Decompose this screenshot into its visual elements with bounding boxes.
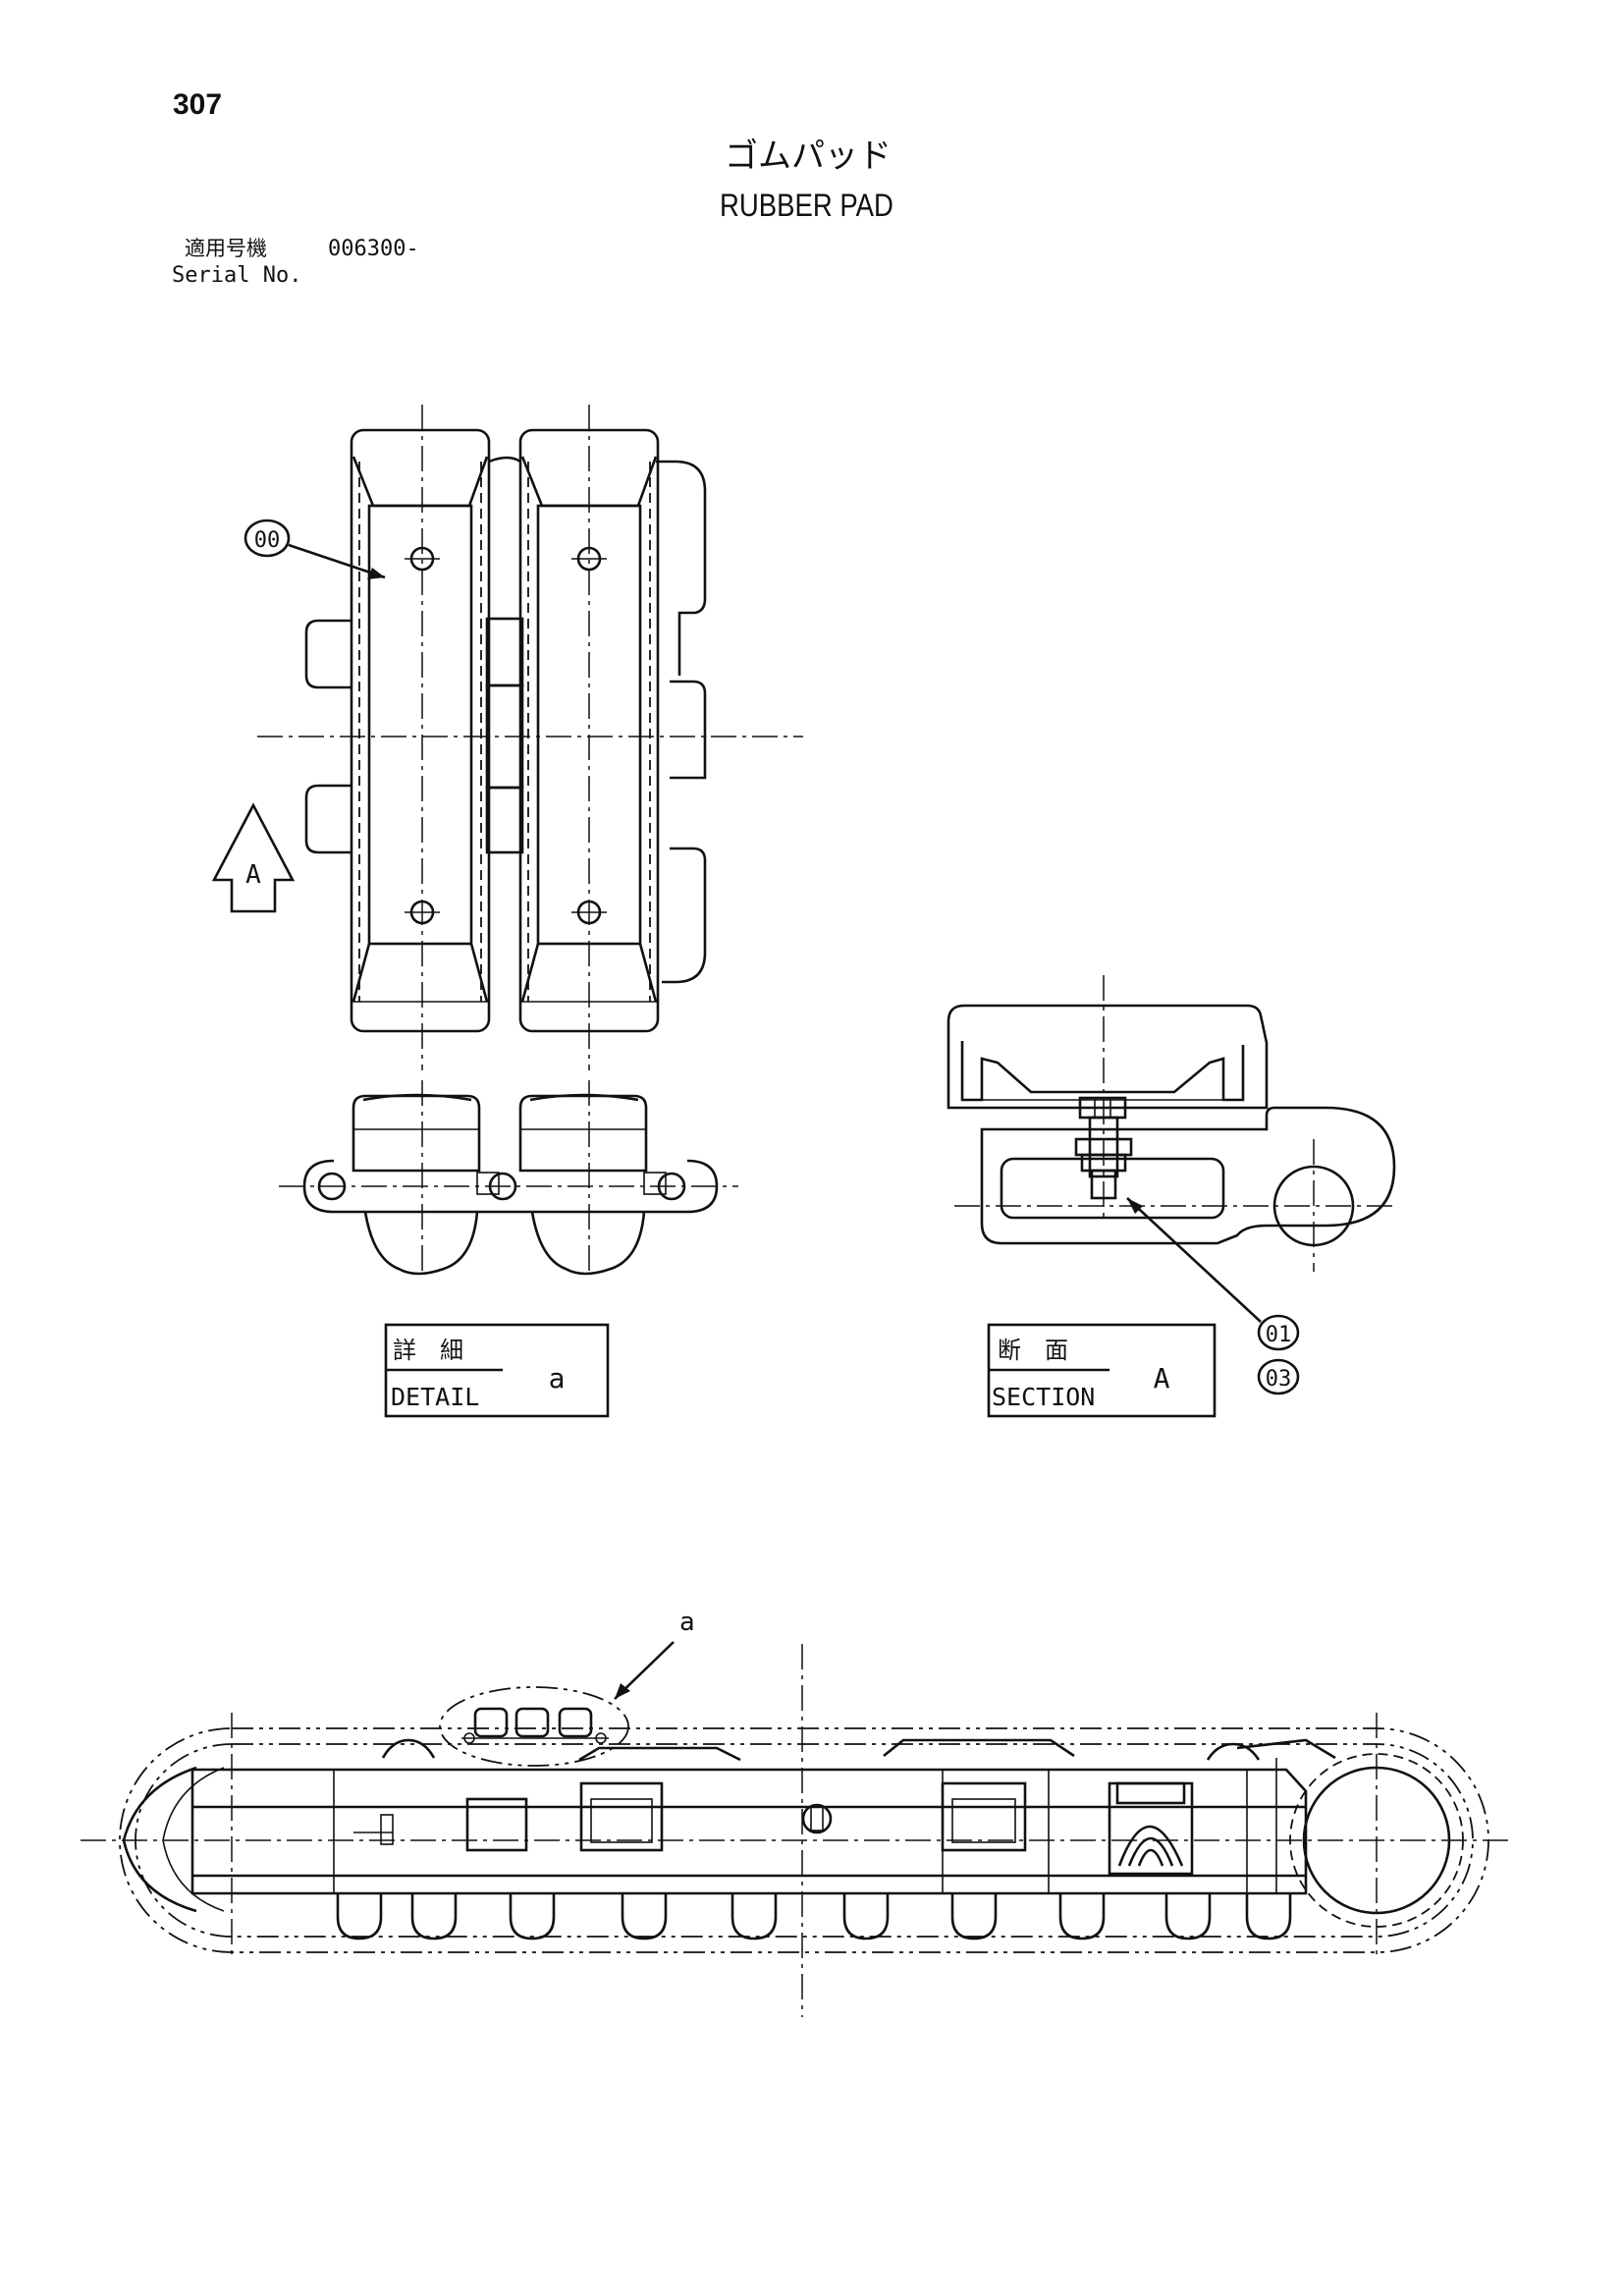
- detail-a-view: [279, 1080, 738, 1277]
- detail-label-box: 詳 細 DETAIL a: [384, 1323, 610, 1418]
- track-frame-side-view: a: [81, 1608, 1512, 2017]
- section-label-en: SECTION: [992, 1383, 1095, 1411]
- section-label-jp: 断 面: [998, 1337, 1068, 1364]
- section-a-view: [947, 975, 1396, 1272]
- detail-label-jp: 詳 細: [393, 1337, 463, 1364]
- callout-03-label: 03: [1266, 1367, 1292, 1392]
- callout-00-label: 00: [254, 528, 281, 553]
- detail-a-callout-label: a: [679, 1608, 695, 1637]
- callout-01-label: 01: [1266, 1323, 1292, 1347]
- view-arrow-label: A: [245, 860, 261, 890]
- page-title: RUBBER PAD: [720, 188, 893, 223]
- serial-number-value: 006300-: [328, 237, 419, 261]
- section-label-box: 断 面 SECTION A: [987, 1323, 1217, 1418]
- detail-label-ref: a: [549, 1362, 566, 1394]
- detail-label-en: DETAIL: [391, 1383, 479, 1411]
- callout-03: 03: [1257, 1358, 1300, 1395]
- section-label-ref: A: [1154, 1362, 1170, 1394]
- page-number: 307: [173, 88, 223, 121]
- track-rollers: [336, 1893, 1292, 1941]
- pad-top-view: [257, 405, 803, 1070]
- callout-01: 01: [1126, 1197, 1300, 1351]
- page-title-japanese: ゴムパッド: [725, 137, 892, 176]
- view-arrow-a: A: [211, 802, 296, 913]
- callout-00: 00: [243, 519, 386, 579]
- serial-label: Serial No.: [172, 263, 302, 288]
- serial-label-japanese: 適用号機: [185, 237, 267, 260]
